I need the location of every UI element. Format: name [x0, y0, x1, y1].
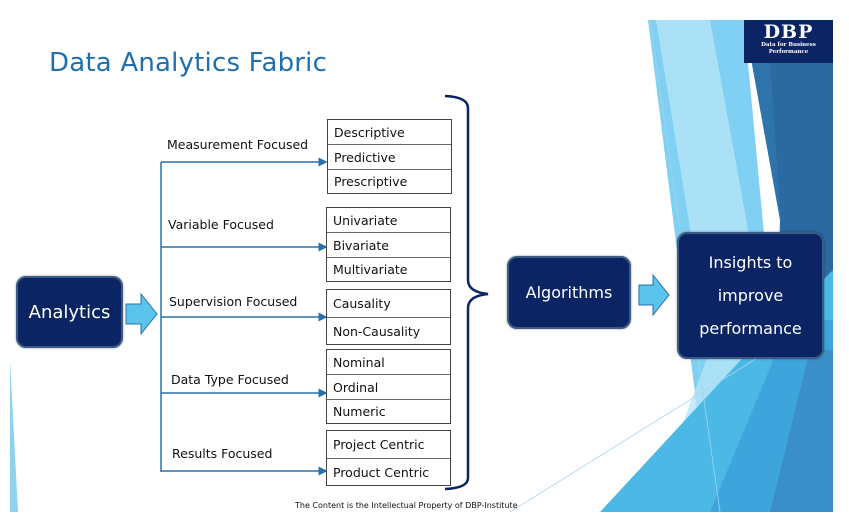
insights-line-1: Insights to — [708, 253, 793, 272]
facet-left — [10, 360, 18, 512]
table-cell: Bivariate — [327, 233, 450, 258]
category-label-results: Results Focused — [172, 446, 273, 461]
analytics-box: Analytics — [16, 276, 123, 348]
items-table-results: Project Centric Product Centric — [326, 430, 451, 486]
table-cell: Multivariate — [333, 262, 408, 277]
table-cell: Ordinal — [327, 375, 450, 400]
category-label-measurement: Measurement Focused — [167, 137, 309, 152]
table-cell: Non-Causality — [333, 323, 421, 339]
table-cell: Prescriptive — [334, 174, 408, 189]
logo-tagline-2: Performance — [768, 49, 809, 55]
category-label-supervision: Supervision Focused — [169, 294, 298, 309]
category-label-datatype: Data Type Focused — [171, 372, 289, 387]
table-cell: Nominal — [327, 350, 450, 375]
analytics-label: Analytics — [28, 301, 111, 323]
category-label-variable: Variable Focused — [168, 217, 274, 232]
items-table-variable: Univariate Bivariate Multivariate — [326, 207, 451, 282]
algorithms-box: Algorithms — [507, 256, 631, 329]
items-table-datatype: Nominal Ordinal Numeric — [326, 349, 451, 424]
table-cell: Univariate — [327, 208, 450, 233]
table-cell: Causality — [327, 290, 450, 318]
insights-box: Insights to improve performance — [677, 232, 824, 359]
copyright-footer: The Content is the Intellectual Property… — [295, 501, 518, 510]
facet-bottom-3 — [770, 350, 833, 512]
page-title: Data Analytics Fabric — [49, 48, 328, 78]
table-cell: Descriptive — [328, 120, 451, 145]
insights-line-2: improve — [717, 286, 784, 305]
items-table-measurement: Descriptive Predictive Prescriptive — [327, 119, 452, 194]
logo-tagline-1: Data for Business — [761, 42, 816, 48]
table-cell: Product Centric — [333, 464, 430, 480]
algorithms-label: Algorithms — [525, 283, 613, 302]
slide: Data Analytics Fabric DBP Data for Busin… — [10, 20, 833, 512]
table-cell: Project Centric — [327, 431, 450, 459]
table-cell: Numeric — [333, 404, 386, 419]
table-cell: Predictive — [328, 145, 451, 170]
dbp-logo: DBP Data for Business Performance — [744, 20, 833, 63]
items-table-supervision: Causality Non-Causality — [326, 289, 451, 345]
insights-line-3: performance — [699, 319, 802, 338]
logo-acronym: DBP — [763, 21, 814, 43]
facet-line-2 — [509, 349, 771, 512]
